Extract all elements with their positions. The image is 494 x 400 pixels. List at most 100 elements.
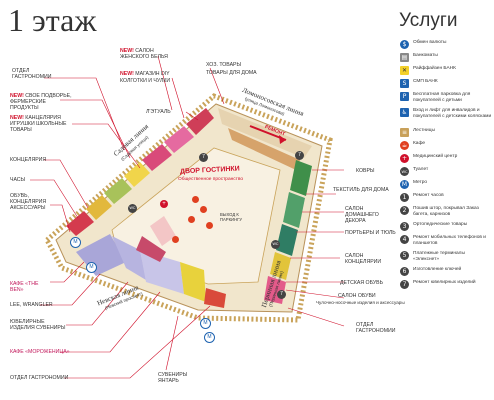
label-hosiery-accessories: Чулочно-носочные изделия и аксессуары <box>316 300 405 305</box>
shop-perinnaya-2[interactable] <box>283 192 305 228</box>
shop-sadovaya-6[interactable] <box>164 126 194 153</box>
legend-item-label: Изготовление ключей <box>413 267 462 272</box>
legend-item: + Медицинский центр <box>400 154 492 167</box>
wc-icon: WC <box>271 240 280 249</box>
label-stationery: КОНЦЕЛЯРИЯ <box>10 157 47 163</box>
legend-item-label: Ремонт часов <box>413 193 444 198</box>
legend-item-label: Туалет <box>413 167 429 172</box>
medical-icon: + <box>400 154 409 163</box>
shop-sadovaya-2[interactable] <box>86 195 112 220</box>
label-jewelry-souvenirs: ЮВЕЛИРНЫЕ ИЗДЕЛИЯ СУВЕНИРЫ <box>10 319 66 331</box>
label-stationery-salon: САЛОН КОНЦЕЛЯРИИ <box>345 253 382 265</box>
shop-lomonosov[interactable] <box>218 108 312 158</box>
shop-nevskaya-4[interactable] <box>180 262 206 302</box>
leader-lines <box>30 55 345 379</box>
services-legend: $ Обмен валюты ▤ Банкоматы ✕ Райффайзен БАНК S… <box>400 40 492 296</box>
shop-sadovaya-7[interactable] <box>186 108 214 135</box>
label-letoile: Л'ЭТУАЛЬ <box>146 109 171 115</box>
shop-perinnaya-3[interactable] <box>276 224 298 256</box>
metro-icon: M <box>400 180 409 189</box>
label-gastronomy-2: ОТДЕЛ ГАСТРОНОМИИ <box>10 375 69 381</box>
medical-icon: + <box>160 200 168 208</box>
service-7-marker: 7 <box>295 151 304 160</box>
label-cafe-the-ben: КАФЕ «THE BEN» <box>10 281 39 293</box>
label-lingerie: NEW! САЛОН ЖЕНСКОГО БЕЛЬЯ <box>120 48 168 60</box>
label-farm-products: NEW! СВОЕ ПОДВОРЬЕ, ФЕРМЕРСКИЕ ПРОДУКТЫ <box>10 93 72 111</box>
legend-item-label: Метро <box>413 180 428 185</box>
legend-item-label: Медицинский центр <box>413 154 458 159</box>
service-5-icon: 5 <box>400 251 409 260</box>
legend-item: 7 Ремонт ювелирных изделий <box>400 280 492 296</box>
label-home-decor: САЛОН ДОМАШНЕГО ДЕКОРА <box>345 206 379 224</box>
shop-sadovaya-3[interactable] <box>104 178 132 204</box>
shop-inner-1[interactable] <box>150 216 176 246</box>
service-2-icon: 2 <box>400 206 409 215</box>
shop-nevskaya-5[interactable] <box>204 288 226 308</box>
label-lee-wrangler: LEE, WRANGLER <box>10 302 53 308</box>
service-6-icon: 6 <box>400 267 409 276</box>
legend-item-label: Бесплатная парковка для покупателей с де… <box>413 92 471 103</box>
currency-exchange-icon: $ <box>400 40 409 49</box>
atm-icon: ▤ <box>400 53 409 62</box>
label-carpets: КОВРЫ <box>356 168 375 174</box>
legend-item-label: Ремонт мобильных телефонов и планшетов <box>413 235 486 246</box>
label-kids-shoes: ДЕТСКАЯ ОБУВЬ <box>340 280 384 286</box>
service-4-icon: 4 <box>400 235 409 244</box>
metro-icon: M <box>204 332 215 343</box>
label-household: ХОЗ. ТОВАРЫ <box>206 62 242 68</box>
exit-parking-label: Выход к паркингу <box>220 212 242 222</box>
legend-item-label: Райффайзен БАНК <box>413 66 456 71</box>
legend-item: 6 Изготовление ключей <box>400 267 492 280</box>
label-gastronomy-3: ОТДЕЛ ГАСТРОНОМИИ <box>356 322 396 334</box>
label-shoes-accessories: ОБУВЬ, КОНЦЕЛЯРИЯ АКСЕССУАРЫ <box>10 193 47 211</box>
legend-item-label: Обмен валюты <box>413 40 447 45</box>
service-7-icon: 7 <box>400 280 409 289</box>
cafe-icon <box>206 222 213 229</box>
service-3-icon: 3 <box>400 222 409 231</box>
shop-inner-2[interactable] <box>136 236 166 262</box>
shop-perinnaya-1[interactable] <box>290 160 312 196</box>
shop-sadovaya-1[interactable] <box>66 211 94 236</box>
legend-item: ☕Кафе <box>400 141 492 154</box>
legend-item: M Метро <box>400 180 492 193</box>
legend-item: ♿Вход и лифт для инвалидов и покупателей… <box>400 108 492 128</box>
shop-lomonosov-2[interactable] <box>228 128 300 170</box>
legend-item: ≡Лестницы <box>400 128 492 141</box>
label-gastronomy-1: ОТДЕЛ ГАСТРОНОМИИ <box>12 68 52 80</box>
label-diy: NEW! МАГАЗИН DIY <box>120 71 170 77</box>
smp-bank-icon: S <box>400 79 409 88</box>
perinnaya-shops <box>264 160 312 304</box>
wc-icon: WC <box>400 167 409 176</box>
legend-item-label: Вход и лифт для инвалидов и покупателей … <box>413 108 492 119</box>
raiffeisen-icon: ✕ <box>400 66 409 75</box>
legend-item-label: Ортопедические товары <box>413 222 468 227</box>
services-title: Услуги <box>399 10 458 31</box>
label-watches: ЧАСЫ <box>10 177 26 183</box>
shop-sadovaya-5[interactable] <box>142 144 172 171</box>
label-hosiery: КОЛГОТКИ И ЧУЛКИ <box>120 78 171 84</box>
legend-item-label: Банкоматы <box>413 53 438 58</box>
shop-nevskaya-2[interactable] <box>112 236 146 280</box>
stairs-icon: ≡ <box>400 128 409 137</box>
cafe-icon <box>188 216 195 223</box>
legend-item: ✕ Райффайзен БАНК <box>400 66 492 79</box>
legend-item: P Бесплатная парковка для покупателей с д… <box>400 92 492 108</box>
cafe-icon <box>192 196 199 203</box>
legend-item-label: Пошив штор, покрывал Заказ багета, карни… <box>413 206 479 217</box>
parking-icon: P <box>400 92 409 101</box>
legend-item-label: Ремонт ювелирных изделий <box>413 280 476 285</box>
wc-icon: WC <box>128 204 137 213</box>
label-amber-souvenirs: СУВЕНИРЫ ЯНТАРЬ <box>158 372 188 384</box>
cafe-icon: ☕ <box>400 141 409 150</box>
legend-item: ▤ Банкоматы <box>400 53 492 66</box>
legend-item: 4 Ремонт мобильных телефонов и планшетов <box>400 235 492 251</box>
service-1-icon: 1 <box>400 193 409 202</box>
shop-perinnaya-4[interactable] <box>270 252 291 280</box>
legend-item: WC Туалет <box>400 167 492 180</box>
label-curtains: ПОРТЬЕРЫ И ТЮЛЬ <box>345 230 396 236</box>
shop-sadovaya-4[interactable] <box>124 162 150 187</box>
shop-nevskaya-3[interactable] <box>140 250 184 294</box>
